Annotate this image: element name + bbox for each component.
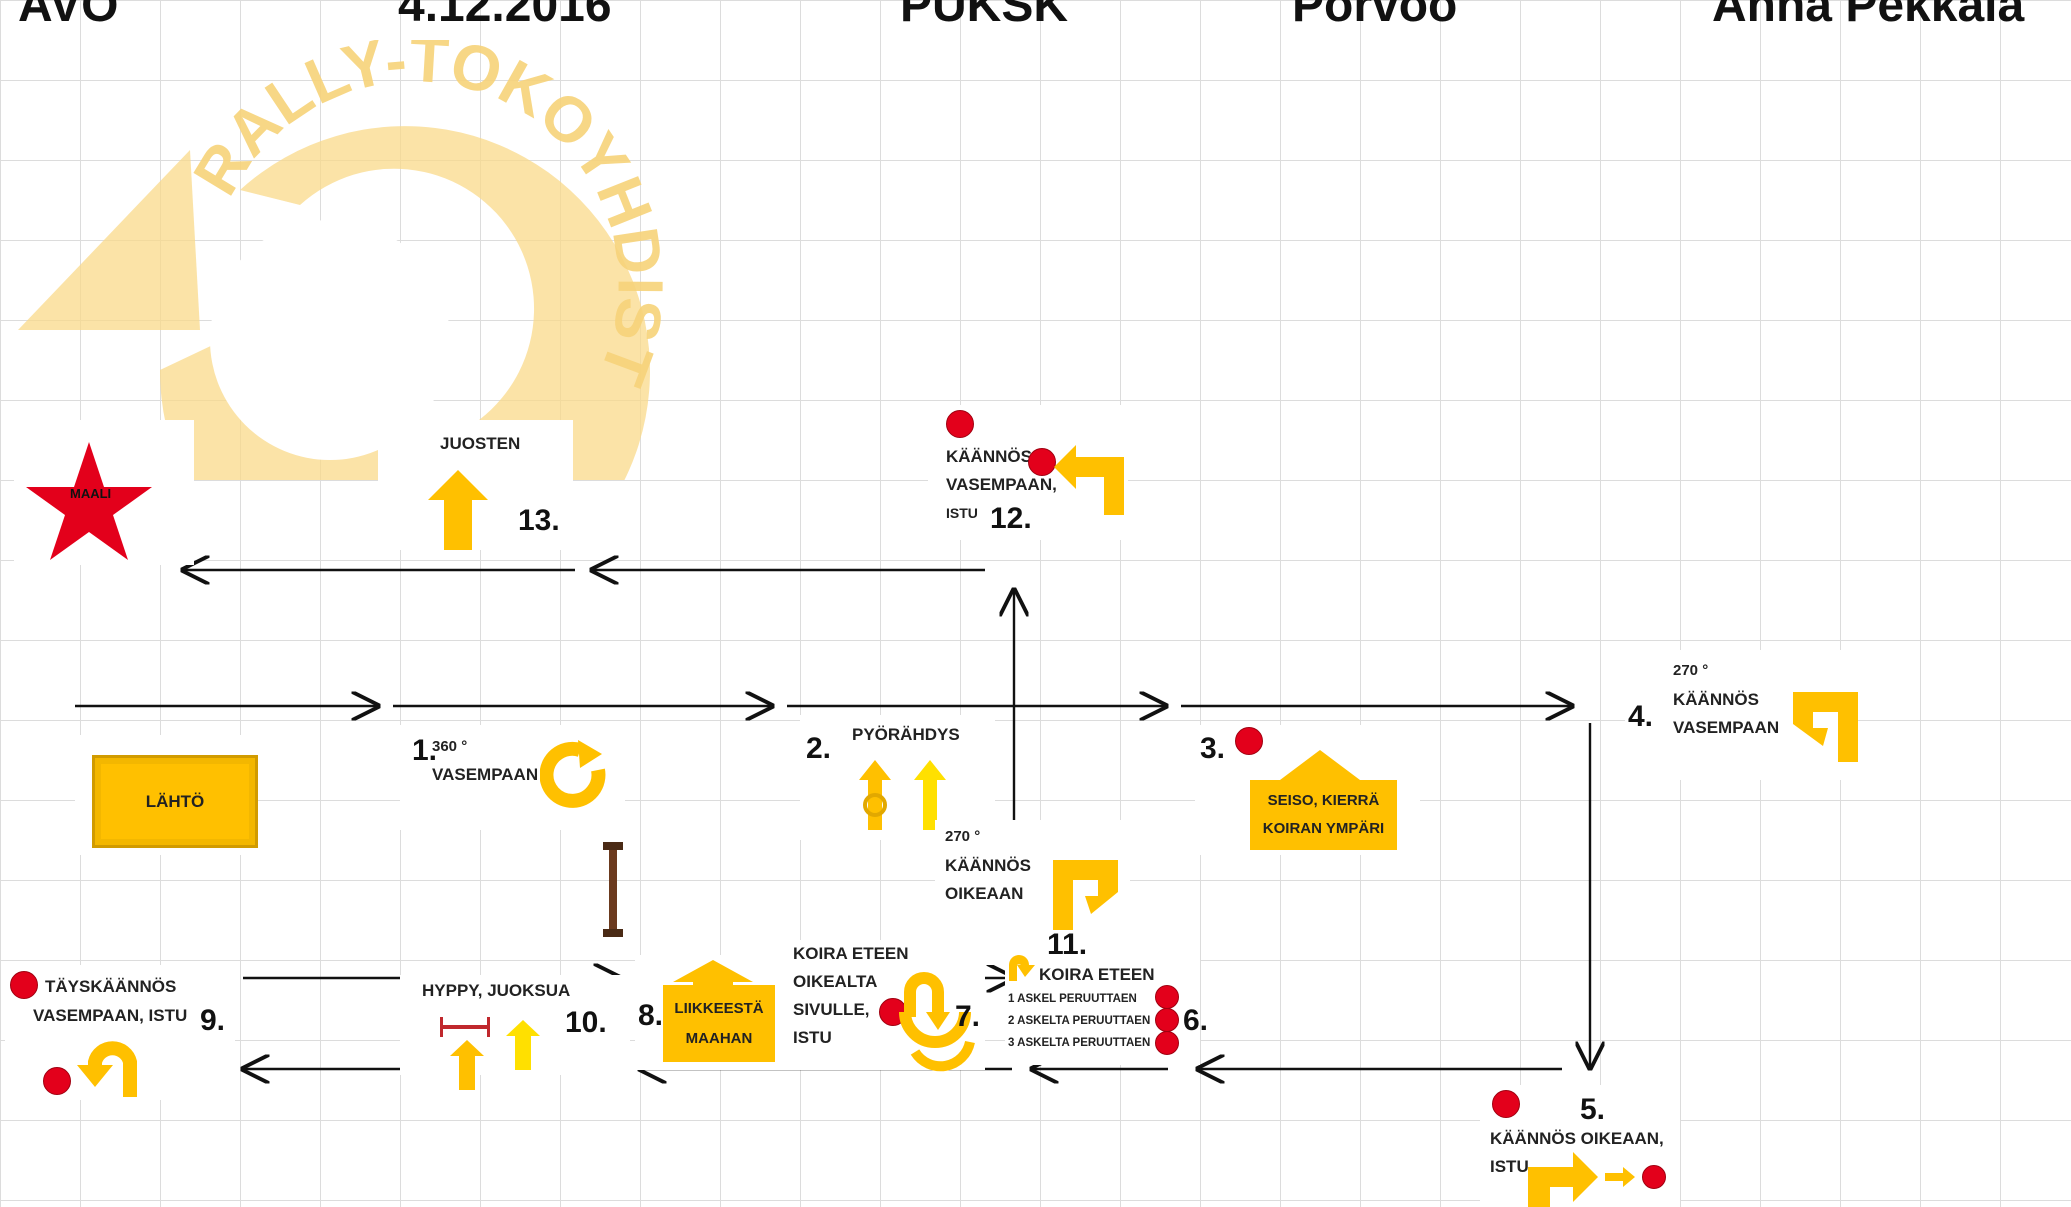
- station-13: JUOSTEN 13.: [378, 420, 573, 550]
- station-7-number: 7.: [955, 1000, 981, 1033]
- station-5: 5. KÄÄNNÖS OIKEAAN, ISTU: [1480, 1085, 1680, 1207]
- watermark-logo: RALLY-TOKOYHDISTYS: [0, 40, 677, 480]
- station-1-label-2: VASEMPAAN: [432, 765, 539, 784]
- station-5-label-2: ISTU: [1490, 1157, 1529, 1176]
- station-4-label-2: KÄÄNNÖS: [1673, 690, 1759, 709]
- station-4-number: 4.: [1628, 700, 1654, 733]
- stop-sign-icon: [43, 1067, 71, 1095]
- turn-arrow-icon: [1009, 955, 1035, 981]
- station-1-number: 1.: [412, 734, 438, 767]
- station-8-sign: LIIKKEESTÄ MAAHAN: [663, 985, 775, 1062]
- station-9-label-1: TÄYSKÄÄNNÖS: [45, 977, 177, 996]
- star-icon: [26, 442, 152, 560]
- station-1-label-1: 360 °: [432, 738, 468, 755]
- station-4: 4. 270 ° KÄÄNNÖS VASEMPAAN: [1625, 650, 1858, 780]
- watermark-arrow-icon: [18, 150, 200, 330]
- station-9: TÄYSKÄÄNNÖS VASEMPAAN, ISTU 9.: [5, 965, 235, 1100]
- stop-sign-icon: [1155, 1031, 1179, 1055]
- station-7-label-3: SIVULLE,: [793, 1000, 870, 1019]
- finish-sign: MAALI: [14, 420, 194, 565]
- arrow-up-icon: [914, 760, 946, 830]
- station-7-label-1: KOIRA ETEEN: [793, 944, 909, 963]
- station-6-label-2: 1 ASKEL PERUUTTAEN: [1008, 993, 1137, 1005]
- station-6-number: 6.: [1183, 1004, 1209, 1037]
- station-11-label-3: OIKEAAN: [945, 884, 1024, 903]
- station-6-label-4: 3 ASKELTA PERUUTTAEN: [1008, 1037, 1151, 1049]
- station-4-label-3: VASEMPAAN: [1673, 718, 1780, 737]
- stop-sign-icon: [946, 410, 974, 438]
- watermark-ring: [159, 126, 650, 480]
- turn-right-arrow-icon: [1528, 1152, 1598, 1207]
- station-8-number: 8.: [638, 999, 664, 1032]
- station-9-number: 9.: [200, 1004, 226, 1037]
- u-turn-left-icon: [77, 1041, 137, 1097]
- hurdle-jump-icon: [440, 1017, 490, 1037]
- spin-arrow-icon: [859, 760, 891, 830]
- header-organizer: PUKSK: [900, 0, 1069, 32]
- stop-sign-icon: [1492, 1090, 1520, 1118]
- station-2-number: 2.: [806, 732, 832, 765]
- station-12-label-1: KÄÄNNÖS: [946, 447, 1032, 466]
- turn-270-right-icon: [1053, 860, 1118, 930]
- come-front-right-icon: [899, 972, 975, 1072]
- station-6-label-3: 2 ASKELTA PERUUTTAEN: [1008, 1015, 1151, 1027]
- start-sign: LÄHTÖ: [75, 735, 258, 855]
- start-label: LÄHTÖ: [92, 755, 258, 848]
- header-location: Porvoo: [1292, 0, 1458, 32]
- station-12: KÄÄNNÖS VASEMPAAN, ISTU 12.: [928, 405, 1128, 540]
- station-8-label-2: MAAHAN: [685, 1029, 753, 1047]
- station-6-label-1: KOIRA ETEEN: [1039, 965, 1155, 984]
- arrow-up-icon: [673, 960, 753, 990]
- station-12-number: 12.: [990, 502, 1032, 535]
- station-11-label-2: KÄÄNNÖS: [945, 856, 1031, 875]
- station-9-label-2: VASEMPAAN, ISTU: [33, 1006, 188, 1025]
- turn-left-arrow-icon: [1054, 445, 1124, 515]
- station-7-label-4: ISTU: [793, 1028, 832, 1047]
- finish-label: MAALI: [70, 486, 112, 501]
- station-11-label-1: 270 °: [945, 828, 981, 845]
- hurdle-icon: [603, 842, 623, 937]
- station-6: KOIRA ETEEN 1 ASKEL PERUUTTAEN 2 ASKELTA…: [1005, 955, 1208, 1065]
- stop-sign-icon: [1642, 1165, 1666, 1189]
- station-2-label: PYÖRÄHDYS: [852, 725, 960, 744]
- stop-sign-icon: [1028, 448, 1056, 476]
- station-10-label: HYPPY, JUOKSUA: [422, 981, 571, 1000]
- circle-arrow-360-icon: [540, 740, 606, 808]
- header-date: 4.12.2016: [398, 0, 612, 32]
- station-12-label-3: ISTU: [946, 505, 978, 521]
- station-5-number: 5.: [1580, 1093, 1606, 1126]
- stop-sign-icon: [10, 971, 38, 999]
- station-3: 3. SEISO, KIERRÄ KOIRAN YMPÄRI: [1195, 725, 1420, 855]
- small-arrow-right-icon: [1605, 1167, 1635, 1187]
- station-13-number: 13.: [518, 504, 560, 537]
- station-3-sign: SEISO, KIERRÄ KOIRAN YMPÄRI: [1250, 780, 1397, 850]
- station-7: KOIRA ETEEN OIKEALTA SIVULLE, ISTU 7.: [780, 940, 985, 1072]
- stop-sign-icon: [1155, 1008, 1179, 1032]
- station-13-label: JUOSTEN: [440, 434, 521, 453]
- turn-270-left-icon: [1793, 692, 1858, 762]
- station-4-label-1: 270 °: [1673, 662, 1709, 679]
- station-1: 1. 360 ° VASEMPAAN: [400, 725, 625, 830]
- station-3-number: 3.: [1200, 732, 1226, 765]
- station-3-label-2: KOIRAN YMPÄRI: [1262, 820, 1385, 837]
- header-judge: Anna Pekkala: [1712, 0, 2025, 32]
- arrow-up-icon: [428, 470, 488, 550]
- station-10-number: 10.: [565, 1006, 607, 1039]
- stop-sign-icon: [1235, 727, 1263, 755]
- arrow-up-icon: [450, 1040, 484, 1090]
- header-class: AVO: [18, 0, 119, 32]
- station-10: HYPPY, JUOKSUA 10.: [400, 975, 630, 1090]
- stop-sign-icon: [1155, 985, 1179, 1009]
- station-8-label-1: LIIKKEESTÄ: [674, 999, 764, 1017]
- station-12-label-2: VASEMPAAN,: [946, 475, 1057, 494]
- station-5-label-1: KÄÄNNÖS OIKEAAN,: [1490, 1129, 1664, 1148]
- station-11: 270 ° KÄÄNNÖS OIKEAAN 10. 11.: [935, 820, 1130, 965]
- station-2: 2. PYÖRÄHDYS: [800, 715, 995, 840]
- arrow-up-icon: [506, 1020, 540, 1070]
- station-8: 8. LIIKKEESTÄ MAAHAN: [635, 955, 780, 1070]
- station-7-label-2: OIKEALTA: [793, 972, 878, 991]
- station-3-label-1: SEISO, KIERRÄ: [1267, 792, 1380, 809]
